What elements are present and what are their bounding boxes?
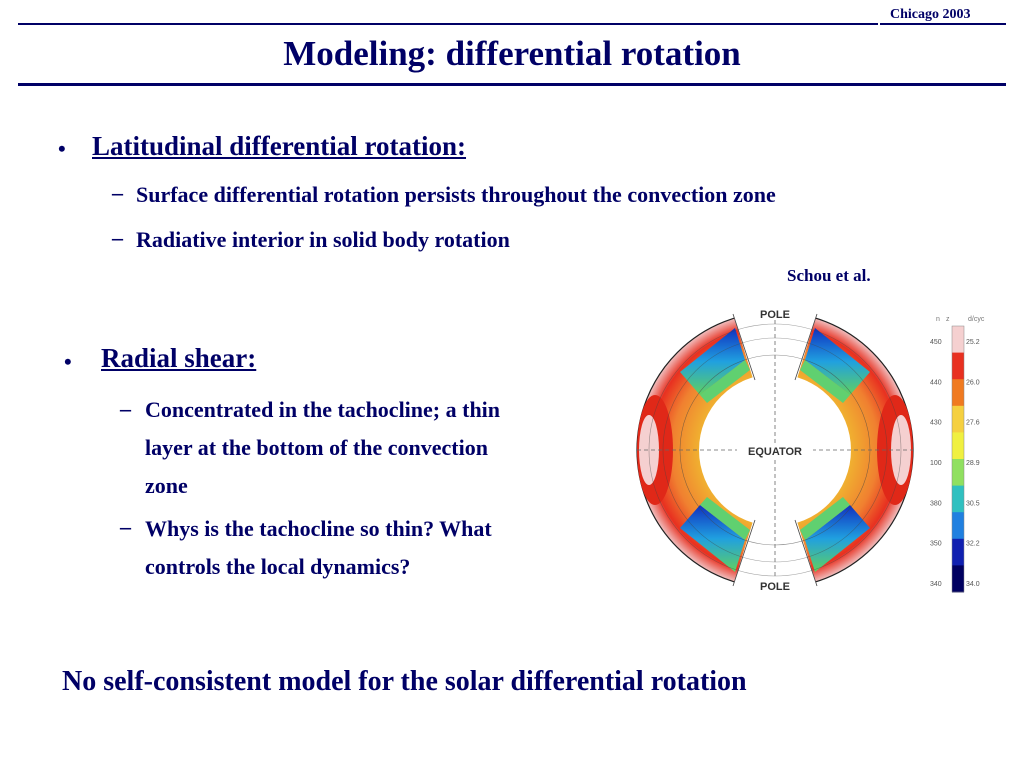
colorbar-left-tick: 450 xyxy=(930,339,942,346)
figure-credit: Schou et al. xyxy=(787,266,871,285)
section2-item-2: Whys is the tachocline so thin? What con… xyxy=(145,510,492,586)
header-top-rule-right xyxy=(880,23,1006,25)
conclusion-text: No self-consistent model for the solar d… xyxy=(62,666,747,697)
bullet-dot: • xyxy=(64,349,72,374)
colorbar-swatch xyxy=(952,485,964,513)
bullet-dot: • xyxy=(58,136,66,161)
dash-marker: – xyxy=(112,225,123,250)
section2-item-2-line-1: Whys is the tachocline so thin? What xyxy=(145,516,492,541)
colorbar-right-tick: 25.2 xyxy=(966,339,980,346)
colorbar-left-ticks: 450 440 430 100 380 350 340 xyxy=(930,339,942,588)
colorbar-swatch xyxy=(952,352,964,380)
colorbar-outline xyxy=(951,325,965,593)
section1-item-2: Radiative interior in solid body rotatio… xyxy=(136,227,510,252)
equator-label: EQUATOR xyxy=(748,446,802,458)
section2-item-1: Concentrated in the tachocline; a thin l… xyxy=(145,391,500,505)
colorbar-left-tick: 380 xyxy=(930,500,942,507)
colorbar-left-tick: 440 xyxy=(930,379,942,386)
header-bottom-rule xyxy=(18,83,1006,86)
section2-item-2-line-2: controls the local dynamics? xyxy=(145,554,411,579)
section1-item-1: Surface differential rotation persists t… xyxy=(136,182,776,207)
pole-label-bottom: POLE xyxy=(760,581,790,593)
colorbar-left-tick: 100 xyxy=(930,460,942,467)
dash-marker: – xyxy=(120,514,131,539)
colorbar-right-tick: 32.2 xyxy=(966,541,980,548)
dash-marker: – xyxy=(120,396,131,421)
colorbar-right-tick: 27.6 xyxy=(966,420,980,427)
colorbar-left-tick: 340 xyxy=(930,581,942,588)
section1-heading: Latitudinal differential rotation: xyxy=(92,131,467,161)
colorbar-swatch xyxy=(952,405,964,433)
colorbar-swatch xyxy=(952,538,964,566)
pole-label-top: POLE xyxy=(760,309,790,321)
section2-heading: Radial shear: xyxy=(101,343,257,373)
rotation-map-figure: POLE EQUATOR POLE xyxy=(636,306,914,593)
colorbar: n z d/cyc 450 440 430 100 380 350 340 25.2 26.0… xyxy=(930,316,985,593)
colorbar-left-tick: 430 xyxy=(930,420,942,427)
colorbar-swatch xyxy=(952,512,964,540)
event-tag: Chicago 2003 xyxy=(890,7,971,22)
colorbar-swatch xyxy=(952,432,964,460)
header-top-rule xyxy=(18,23,878,25)
colorbar-header-left: n xyxy=(936,316,940,323)
colorbar-swatch xyxy=(952,379,964,407)
colorbar-left-tick: 350 xyxy=(930,541,942,548)
colorbar-right-tick: 34.0 xyxy=(966,581,980,588)
sun-disk: POLE EQUATOR POLE xyxy=(636,306,914,593)
section2-item-1-line-2: layer at the bottom of the convection xyxy=(145,435,488,460)
colorbar-swatch xyxy=(952,459,964,487)
colorbar-strip xyxy=(951,325,965,593)
section2-item-1-line-1: Concentrated in the tachocline; a thin xyxy=(145,397,501,422)
dash-marker: – xyxy=(112,180,123,205)
colorbar-right-tick: 28.9 xyxy=(966,460,980,467)
colorbar-header-right: d/cyc xyxy=(968,316,985,323)
colorbar-swatch xyxy=(952,565,964,593)
colorbar-right-tick: 30.5 xyxy=(966,500,980,507)
colorbar-header-mid: z xyxy=(946,316,950,323)
colorbar-right-ticks: 25.2 26.0 27.6 28.9 30.5 32.2 34.0 xyxy=(966,339,980,588)
colorbar-right-tick: 26.0 xyxy=(966,379,980,386)
slide-title: Modeling: differential rotation xyxy=(283,34,741,73)
section2-item-1-line-3: zone xyxy=(145,473,188,498)
colorbar-swatch xyxy=(952,326,964,354)
